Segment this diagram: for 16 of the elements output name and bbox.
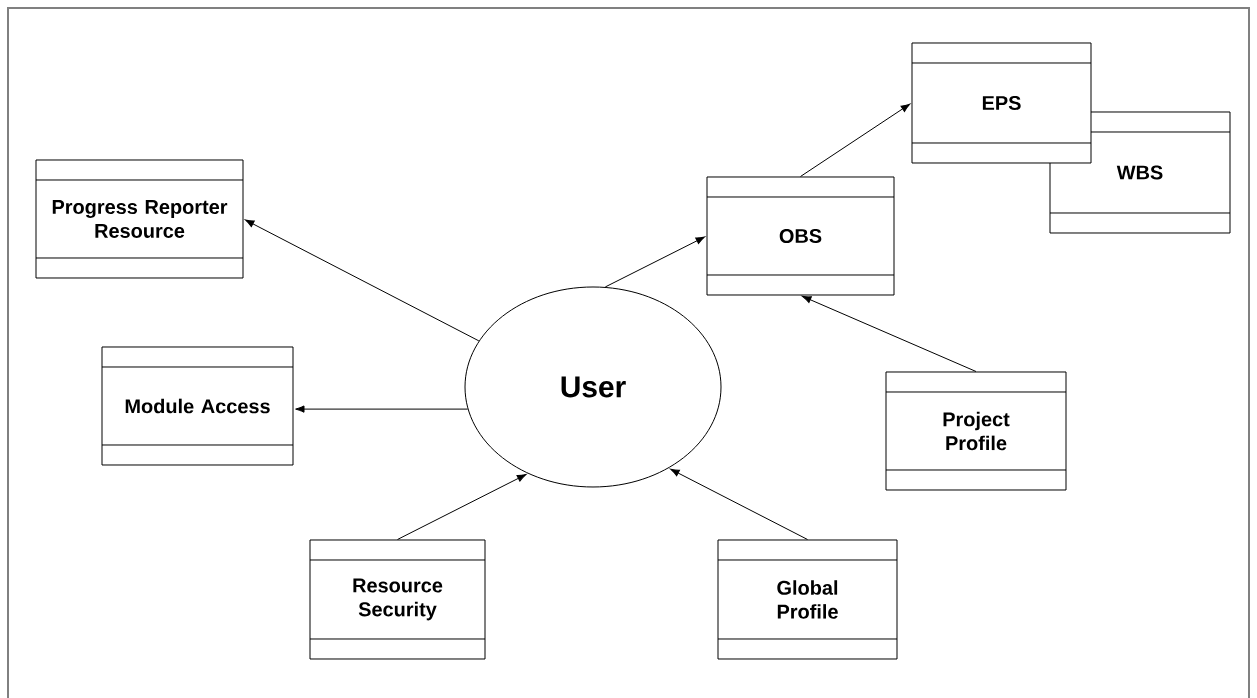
ellipse-node: User	[464, 286, 722, 488]
arrow	[670, 468, 808, 540]
class-box: WBS	[1049, 111, 1231, 234]
class-box: OBS	[706, 176, 895, 296]
class-box: EPS	[911, 42, 1092, 164]
arrow	[244, 219, 480, 342]
class-box: Global Profile	[717, 539, 898, 660]
class-box: Progress Reporter Resource	[35, 159, 244, 279]
arrow	[800, 103, 911, 177]
class-box: Project Profile	[885, 371, 1067, 491]
arrow	[295, 405, 469, 413]
arrow	[801, 295, 977, 372]
arrow	[397, 474, 527, 540]
class-box: Resource Security	[309, 539, 486, 660]
class-box: Module Access	[101, 346, 294, 466]
arrow	[604, 236, 706, 288]
